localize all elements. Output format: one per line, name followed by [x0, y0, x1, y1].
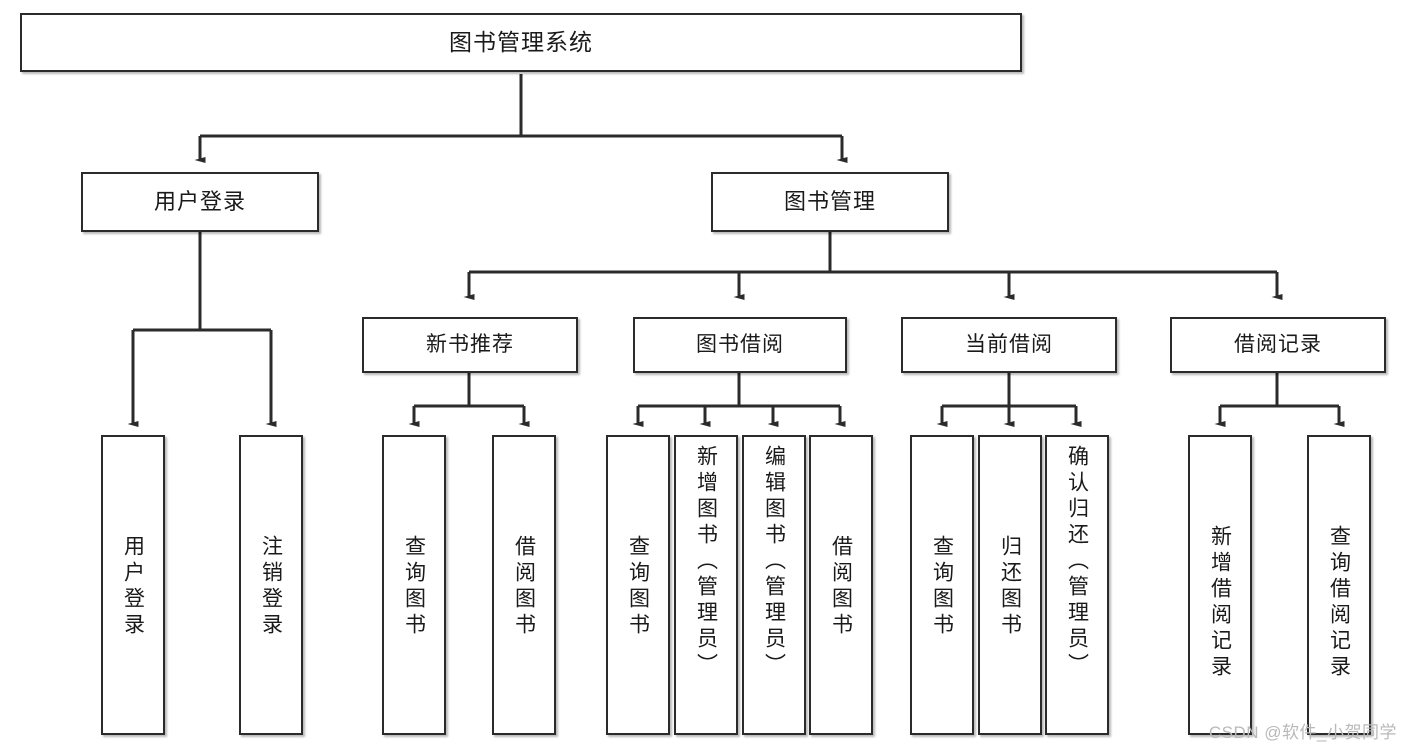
csdn-watermark: CSDN @软件_小贺同学 [1208, 723, 1397, 742]
node-label: 用户登录 [153, 189, 246, 215]
node-current-borrow[interactable]: 当前借阅 [901, 317, 1117, 373]
node-label: 借阅图书 [829, 535, 853, 639]
node-label: 图书借阅 [696, 332, 784, 356]
node-label: 查询图书 [402, 535, 426, 639]
node-label: 图书管理 [783, 189, 876, 215]
node-label: 新增借阅记录 [1208, 525, 1232, 681]
node-label: 借阅图书 [512, 535, 536, 639]
node-label: 注销登录 [259, 535, 283, 639]
node-user-login[interactable]: 用户登录 [81, 172, 319, 232]
leaf-current-confirm-return-admin[interactable]: 确认归还（管理员） [1045, 435, 1109, 735]
node-book-management[interactable]: 图书管理 [711, 172, 949, 232]
node-label: 借阅记录 [1234, 332, 1322, 356]
node-label: 查询图书 [626, 535, 650, 639]
node-label: 确认归还（管理员） [1065, 445, 1089, 679]
node-label: 查询借阅记录 [1327, 525, 1351, 681]
node-label: 归还图书 [998, 535, 1022, 639]
node-label: 新增图书（管理员） [694, 445, 718, 679]
node-book-borrow[interactable]: 图书借阅 [633, 317, 847, 373]
node-root-book-management-system[interactable]: 图书管理系统 [20, 13, 1022, 72]
leaf-current-query-book[interactable]: 查询图书 [910, 435, 974, 735]
node-borrow-record[interactable]: 借阅记录 [1170, 317, 1386, 373]
leaf-borrow-borrow-book[interactable]: 借阅图书 [809, 435, 873, 735]
leaf-current-return-book[interactable]: 归还图书 [978, 435, 1042, 735]
leaf-new-book-query[interactable]: 查询图书 [382, 435, 446, 735]
leaf-borrow-query-book[interactable]: 查询图书 [606, 435, 670, 735]
node-label: 用户登录 [121, 535, 145, 639]
node-label: 当前借阅 [965, 332, 1053, 356]
leaf-record-query[interactable]: 查询借阅记录 [1307, 435, 1371, 735]
leaf-user-logout[interactable]: 注销登录 [239, 435, 303, 735]
node-label: 编辑图书（管理员） [762, 445, 786, 679]
node-label: 图书管理系统 [449, 29, 593, 56]
leaf-record-add[interactable]: 新增借阅记录 [1188, 435, 1252, 735]
leaf-borrow-edit-book-admin[interactable]: 编辑图书（管理员） [742, 435, 806, 735]
leaf-new-book-borrow[interactable]: 借阅图书 [492, 435, 556, 735]
node-label: 查询图书 [930, 535, 954, 639]
leaf-borrow-add-book-admin[interactable]: 新增图书（管理员） [674, 435, 738, 735]
node-label: 新书推荐 [426, 332, 514, 356]
node-new-book-recommend[interactable]: 新书推荐 [362, 317, 578, 373]
leaf-user-login[interactable]: 用户登录 [101, 435, 165, 735]
